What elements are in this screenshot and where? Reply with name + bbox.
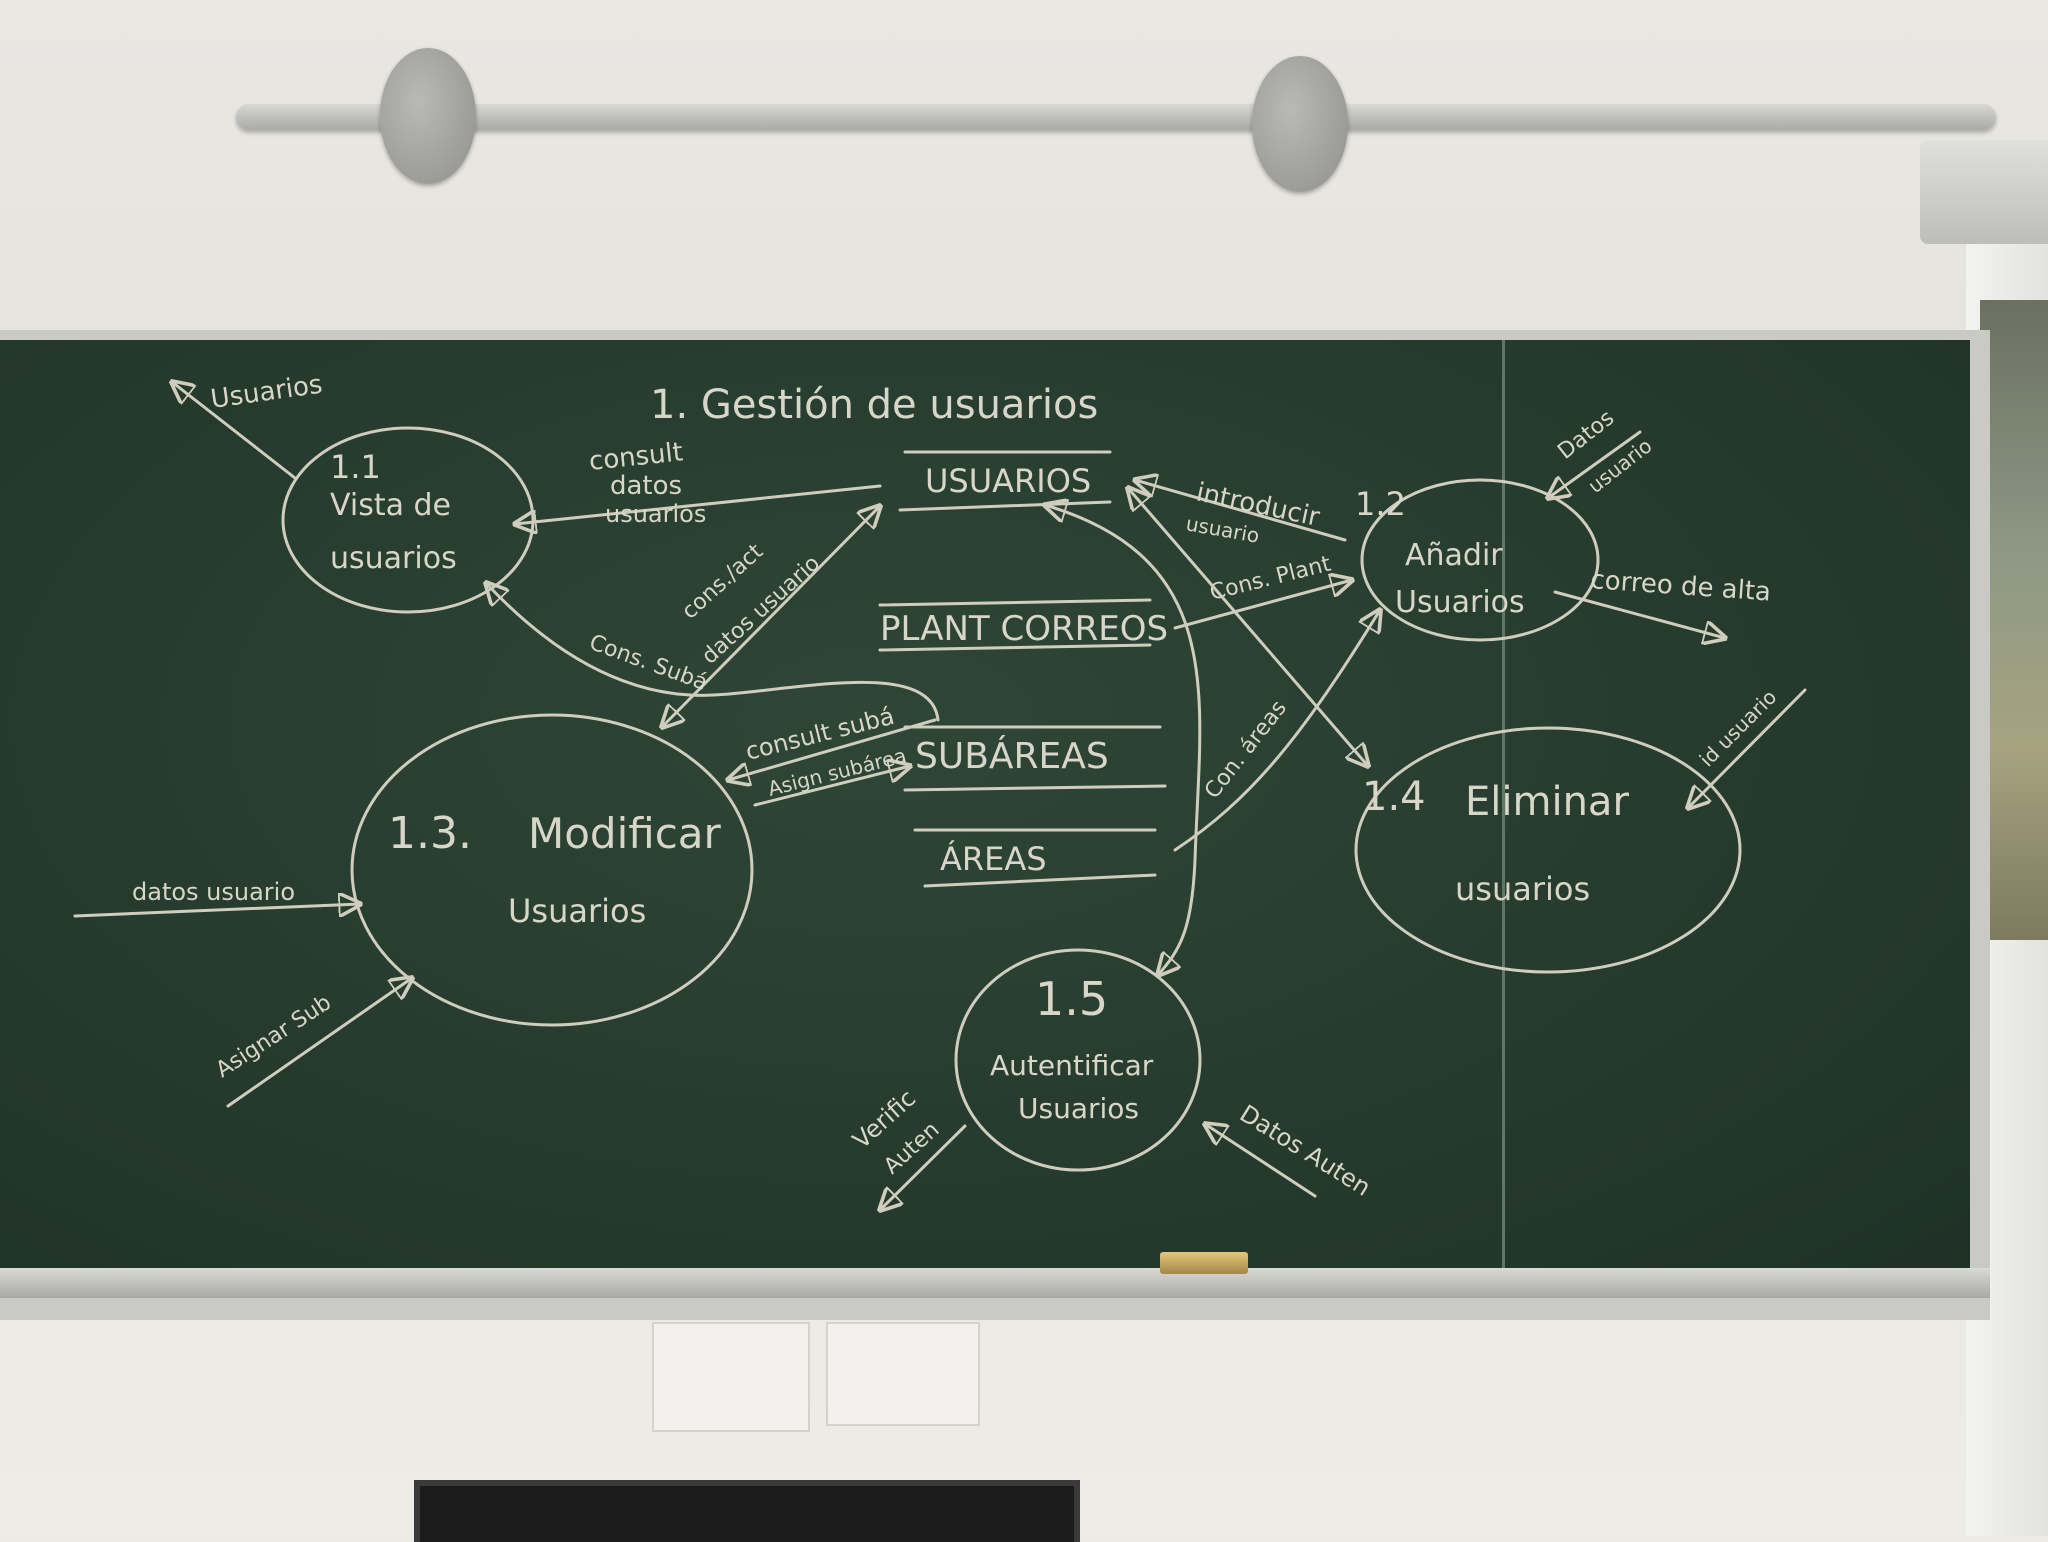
rail-bracket-right [1252,56,1348,192]
process-1-3-number: 1.3. [388,808,472,859]
wall-plate-right [826,1322,980,1426]
flow-cons-subarea: Cons. Subá [586,630,711,696]
flow-usuarios-out: Usuarios [209,370,324,415]
flow-datos-usuario-arrow [73,904,360,918]
store-usuarios: USUARIOS [925,462,1091,500]
process-1-4-number: 1.4 [1362,774,1426,820]
flow-datos-usuario-in-arrow [1548,430,1642,498]
store-usuarios-bottom-line [898,500,1112,512]
flow-consult-suba-arrow [728,718,937,780]
process-1-2-label-1: Añadir [1405,538,1503,573]
process-1-1-number: 1.1 [330,448,381,486]
flow-usuarios-out-arrow [172,382,297,480]
flow-verific-auten-arrow [880,1124,967,1210]
process-1-3-label-2: Usuarios [508,892,646,930]
store-plant-correos-top-line [878,598,1152,607]
flow-consult-datos-3: usuarios [605,500,706,528]
store-areas: ÁREAS [940,840,1047,878]
curtain-rail [236,104,1996,130]
flow-datos-usuario: datos usuario [132,878,295,906]
store-subareas-bottom-line [903,784,1167,792]
board-eraser [1160,1252,1248,1274]
flow-id-usuario-arrow [1688,688,1807,808]
process-1-5-label-1: Autentificar [990,1049,1154,1082]
diagram-title: 1. Gestión de usuarios [650,382,1098,428]
process-1-3-label-1: Modificar [528,809,722,858]
flow-cons-plant: Cons. Plant [1207,552,1333,606]
process-1-3-circle [350,713,754,1027]
monitor [414,1480,1080,1542]
blackboard [0,340,1970,1295]
flow-asignar-sub: Asignar Sub [212,990,336,1083]
process-1-4-circle [1354,726,1742,974]
projected-image [1980,300,2048,940]
flow-con-areas: Con. áreas [1200,696,1292,804]
flow-cons-act-arrow [662,506,880,727]
flow-autentificar-arrow [1045,505,1202,975]
store-plant-correos: PLANT CORREOS [880,609,1168,649]
flow-correo-alta-arrow [1553,590,1725,638]
process-1-2-number: 1.2 [1355,485,1406,523]
blackboard-seam [1502,340,1505,1295]
projector-screen-housing [1920,140,2048,244]
flow-asignar-sub-arrow [226,978,412,1108]
process-1-1-label-1: Vista de [330,488,451,523]
wall-plate-left [652,1322,810,1432]
process-1-1-label-2: usuarios [330,541,457,576]
chalk-tray [0,1268,1990,1298]
flow-cons-subarea-arrow [486,583,940,722]
flow-datos-auten-arrow [1205,1124,1317,1198]
process-1-4-label-2: usuarios [1455,870,1590,908]
process-1-4-label-1: Eliminar [1465,779,1629,825]
process-1-5-number: 1.5 [1035,972,1108,1026]
flow-consult-datos-2: datos [610,471,682,501]
flow-cons-act-2: datos usuario [697,551,825,670]
store-subareas: SUBÁREAS [915,735,1109,777]
process-1-2-label-2: Usuarios [1395,585,1525,620]
flow-correo-alta: correo de alta [1590,565,1772,608]
rail-bracket-left [380,48,476,184]
flow-datos-auten: Datos Auten [1235,1099,1376,1201]
flow-asign-subarea-arrow [753,766,910,807]
process-1-5-label-2: Usuarios [1018,1092,1139,1125]
flow-con-areas-arrow [1173,610,1380,852]
